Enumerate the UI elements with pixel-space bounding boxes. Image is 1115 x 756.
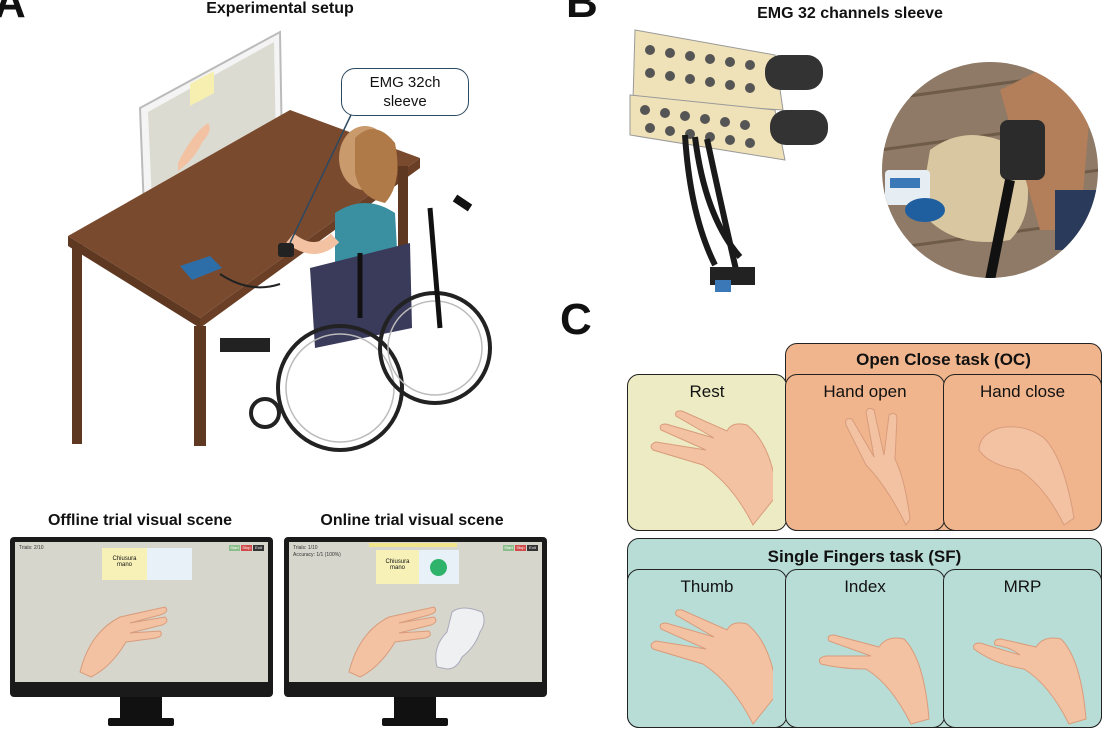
rest-label: Rest <box>689 382 725 401</box>
exit-button[interactable]: Exit <box>253 545 264 551</box>
offline-hand-model <box>79 606 168 678</box>
emg-sleeve-photo <box>882 62 1098 278</box>
rest-cell: Rest <box>627 374 787 531</box>
online-scene-title: Online trial visual scene <box>320 512 504 529</box>
panel-a-title: Experimental setup <box>206 0 354 17</box>
hand-open-icon <box>845 407 911 526</box>
index-cell: Index <box>785 569 945 728</box>
hand-close-cell: Hand close <box>943 374 1102 531</box>
experimental-setup-illustration <box>68 30 492 452</box>
panel-b-title: EMG 32 channels sleeve <box>757 5 943 22</box>
offline-monitor-base <box>108 718 174 726</box>
online-cue-card: Chiusura mano <box>376 550 419 584</box>
offline-feedback-card <box>147 548 192 580</box>
offline-scene-title: Offline trial visual scene <box>47 512 233 529</box>
online-monitor-stand <box>394 697 436 719</box>
offline-card-line-1: Chiusura <box>112 556 137 562</box>
panel-c-letter: C <box>560 295 592 344</box>
online-card-line-1: Chiusura <box>385 559 410 565</box>
offline-monitor: Trials: 2/10 Chiusura mano Start Stop Ex… <box>10 537 273 697</box>
hand-close-icon <box>978 426 1075 526</box>
oc-task-header: Open Close task (OC) <box>856 350 1031 369</box>
mrp-cell: MRP <box>943 569 1102 728</box>
offline-trials-counter: Trials: 2/10 <box>19 545 44 551</box>
emg-sleeve-image <box>629 29 828 292</box>
thumb-hand-icon <box>650 609 773 725</box>
stop-button[interactable]: Stop <box>515 545 526 551</box>
green-status-dot <box>430 559 447 576</box>
panel-b-letter: B <box>566 0 598 27</box>
online-scene: Trials: 1/10 Accuracy: 1/1 (100%) Chiusu… <box>289 542 542 682</box>
offline-scene: Trials: 2/10 Chiusura mano Start Stop Ex… <box>15 542 268 682</box>
offline-monitor-stand <box>120 697 162 719</box>
rest-hand-icon <box>650 410 773 526</box>
start-button[interactable]: Start <box>503 545 514 551</box>
online-progress-bar <box>369 543 457 547</box>
online-monitor: Trials: 1/10 Accuracy: 1/1 (100%) Chiusu… <box>284 537 547 697</box>
thumb-label: Thumb <box>680 577 734 596</box>
panel-a-letter: A <box>0 0 26 27</box>
emg-sleeve-callout: EMG 32ch sleeve <box>341 68 469 116</box>
stop-button[interactable]: Stop <box>241 545 252 551</box>
thumb-cell: Thumb <box>627 569 787 728</box>
online-trials-counter: Trials: 1/10 <box>293 545 318 551</box>
callout-line-2: sleeve <box>383 93 427 110</box>
mrp-label: MRP <box>1003 577 1042 596</box>
online-accuracy: Accuracy: 1/1 (100%) <box>293 552 341 558</box>
exit-button[interactable]: Exit <box>527 545 538 551</box>
sf-task-header: Single Fingers task (SF) <box>767 547 962 566</box>
online-hand-model <box>348 606 437 678</box>
online-monitor-base <box>382 718 448 726</box>
start-button[interactable]: Start <box>229 545 240 551</box>
index-label: Index <box>844 577 886 596</box>
hand-open-cell: Hand open <box>785 374 945 531</box>
callout-line-1: EMG 32ch <box>369 74 441 91</box>
online-virtual-hand <box>435 607 485 670</box>
online-card-line-2: mano <box>389 565 405 571</box>
hand-close-label: Hand close <box>979 382 1066 401</box>
mrp-hand-icon <box>973 637 1087 725</box>
offline-card-line-2: mano <box>116 562 132 568</box>
hand-open-label: Hand open <box>823 382 907 401</box>
online-feedback-card <box>419 550 459 584</box>
offline-cue-card: Chiusura mano <box>102 548 147 580</box>
index-hand-icon <box>818 634 930 725</box>
